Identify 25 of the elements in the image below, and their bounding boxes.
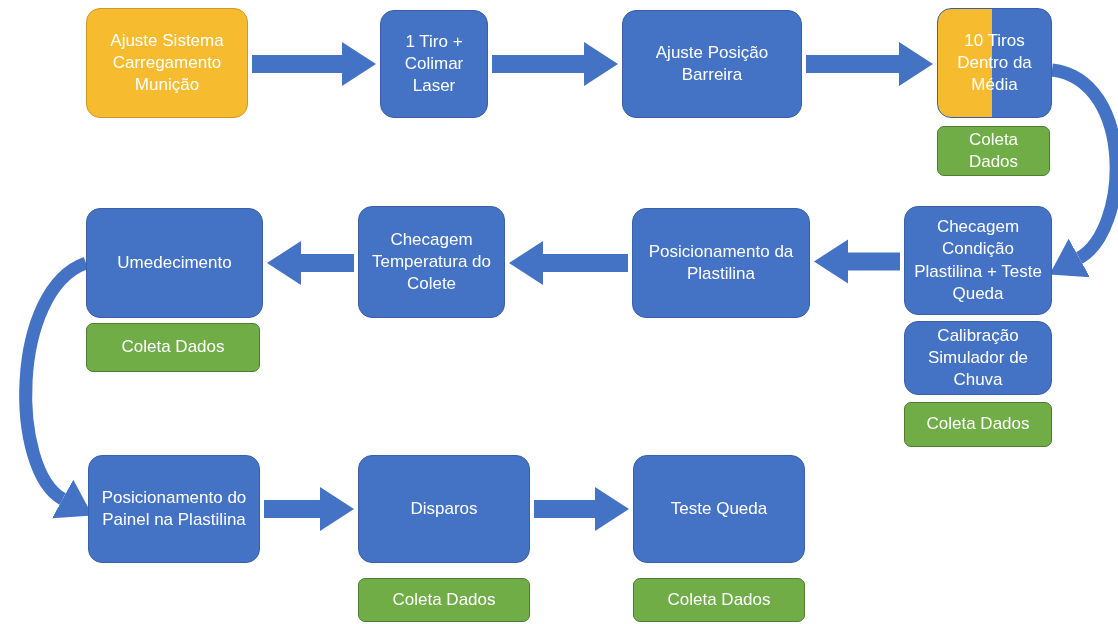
process-box: 1 Tiro + Colimar Laser (380, 10, 488, 118)
data-box: Coleta Dados (86, 323, 260, 372)
data-box: Coleta Dados (937, 126, 1050, 176)
process-box: Checagem Temperatura do Colete (358, 206, 505, 318)
process-box: Disparos (358, 455, 530, 563)
block-arrow (492, 42, 618, 86)
block-arrow (267, 241, 354, 285)
process-box: Posicionamento da Plastilina (632, 208, 810, 318)
process-box: Checagem Condição Plastilina + Teste Queda (904, 206, 1052, 315)
process-box: Ajuste Posição Barreira (622, 10, 802, 118)
data-box: Coleta Dados (904, 402, 1052, 447)
process-box: Umedecimento (86, 208, 263, 318)
process-box: Teste Queda (633, 455, 805, 563)
data-box: Coleta Dados (358, 578, 530, 622)
block-arrow (1050, 63, 1118, 280)
block-arrow (264, 487, 354, 531)
process-box: Ajuste Sistema Carregamento Munição (86, 8, 248, 118)
block-arrow (534, 487, 629, 531)
block-arrow (814, 239, 900, 284)
process-box: Posicionamento do Painel na Plastilina (88, 455, 260, 563)
block-arrow (806, 42, 933, 86)
data-box: Coleta Dados (633, 578, 805, 622)
process-box: Calibração Simulador de Chuva (904, 321, 1052, 395)
block-arrow (252, 42, 376, 86)
block-arrow (509, 241, 628, 285)
